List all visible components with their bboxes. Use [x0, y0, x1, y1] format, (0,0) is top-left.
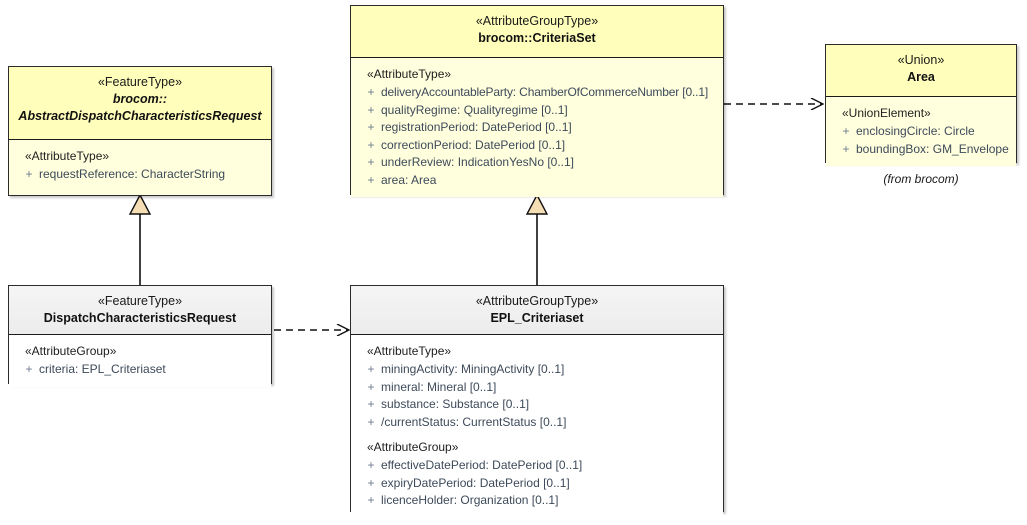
visibility-marker: + — [367, 137, 375, 152]
attribute-signature: /currentStatus: CurrentStatus [0..1] — [381, 414, 567, 429]
visibility-marker: + — [25, 167, 33, 181]
visibility-marker: + — [842, 141, 850, 156]
visibility-marker: + — [367, 85, 375, 99]
attribute-row[interactable]: + /currentStatus: CurrentStatus [0..1] — [357, 414, 719, 432]
visibility-marker: + — [367, 172, 375, 187]
compartment-stereotype: «AttributeType» — [25, 149, 110, 163]
class-stereotype: «AttributeGroupType» — [475, 294, 599, 308]
attribute-signature: criteria: EPL_Criteriaset — [39, 362, 166, 376]
area-package-note: (from brocom) — [883, 172, 959, 186]
class-name: EPL_Criteriaset — [490, 310, 584, 325]
attribute-row[interactable]: + deliveryAccountableParty: ChamberOfCom… — [357, 84, 719, 102]
class-stereotype: «Union» — [897, 53, 945, 67]
attribute-signature: qualityRegime: Qualityregime [0..1] — [381, 102, 568, 117]
attribute-signature: substance: Substance [0..1] — [381, 397, 530, 412]
class-stereotype: «FeatureType» — [97, 75, 183, 89]
compartment-stereotype: «AttributeType» — [367, 344, 452, 358]
attribute-row[interactable]: + expiryDatePeriod: DatePeriod [0..1] — [357, 475, 719, 493]
attribute-row[interactable]: + effectiveDatePeriod: DatePeriod [0..1] — [357, 457, 719, 475]
visibility-marker: + — [367, 120, 375, 135]
class-package: brocom:: — [112, 91, 168, 106]
generalization-dispatch-to-abstract[interactable] — [128, 193, 152, 285]
class-dispatch-characteristics-request[interactable]: «FeatureType» DispatchCharacteristicsReq… — [8, 285, 272, 387]
attribute-signature: deliveryAccountableParty: ChamberOfComme… — [381, 85, 709, 99]
attribute-signature: expiryDatePeriod: DatePeriod [0..1] — [381, 475, 570, 490]
compartment-stereotype: «AttributeType» — [367, 67, 452, 81]
attribute-row[interactable]: + licenceHolder: Organization [0..1] — [357, 492, 719, 510]
attribute-row[interactable]: + miningActivity: MiningActivity [0..1] — [357, 361, 719, 379]
compartment-attribute-type: «AttributeType» + requestReference: Char… — [15, 147, 267, 184]
class-stereotype: «FeatureType» — [97, 294, 183, 308]
compartment-union-element: «UnionElement» + enclosingCircle: Circle… — [832, 104, 1012, 158]
generalization-epl-to-criteriaset[interactable] — [525, 193, 549, 285]
visibility-marker: + — [367, 414, 375, 429]
attribute-row[interactable]: + mineral: Mineral [0..1] — [357, 379, 719, 397]
visibility-marker: + — [842, 124, 850, 138]
compartment-attribute-group: «AttributeGroup» + criteria: EPL_Criteri… — [15, 342, 267, 379]
compartment-stereotype: «AttributeGroup» — [25, 344, 117, 358]
class-header: «FeatureType» DispatchCharacteristicsReq… — [9, 286, 271, 335]
class-header: «AttributeGroupType» EPL_Criteriaset — [351, 286, 723, 335]
visibility-marker: + — [25, 362, 33, 376]
class-header: «FeatureType» brocom:: AbstractDispatchC… — [9, 67, 271, 140]
attribute-signature: area: Area — [381, 172, 437, 187]
attribute-signature: correctionPeriod: DatePeriod [0..1] — [381, 137, 566, 152]
visibility-marker: + — [367, 102, 375, 117]
compartment-stereotype: «AttributeGroup» — [367, 440, 459, 455]
attribute-signature: enclosingCircle: Circle — [856, 124, 975, 138]
class-header: «Union» Area — [826, 45, 1016, 97]
visibility-marker: + — [367, 155, 375, 170]
class-abstract-dispatch-characteristics-request[interactable]: «FeatureType» brocom:: AbstractDispatchC… — [8, 66, 272, 196]
class-body: «AttributeType» + requestReference: Char… — [9, 140, 271, 192]
visibility-marker: + — [367, 397, 375, 412]
attribute-row[interactable]: + correctionPeriod: DatePeriod [0..1] — [357, 137, 719, 155]
compartment-attribute-type: «AttributeType» + deliveryAccountablePar… — [357, 65, 719, 189]
attribute-row[interactable]: + boundingBox: GM_Envelope — [832, 141, 1012, 159]
attribute-signature: requestReference: CharacterString — [39, 167, 226, 181]
attribute-signature: underReview: IndicationYesNo [0..1] — [381, 155, 575, 170]
class-area-union[interactable]: «Union» Area «UnionElement» + enclosingC… — [825, 44, 1017, 167]
class-body: «AttributeType» + deliveryAccountablePar… — [351, 58, 723, 198]
visibility-marker: + — [367, 379, 375, 394]
attribute-row[interactable]: + underReview: IndicationYesNo [0..1] — [357, 154, 719, 172]
class-name: AbstractDispatchCharacteristicsRequest — [18, 109, 262, 124]
compartment-attribute-group: «AttributeGroup» + effectiveDatePeriod: … — [357, 438, 719, 510]
attribute-signature: miningActivity: MiningActivity [0..1] — [381, 362, 565, 376]
class-brocom-criteriaset[interactable]: «AttributeGroupType» brocom::CriteriaSet… — [350, 5, 724, 198]
attribute-row[interactable]: + qualityRegime: Qualityregime [0..1] — [357, 102, 719, 120]
class-name: Area — [907, 69, 935, 84]
attribute-signature: effectiveDatePeriod: DatePeriod [0..1] — [381, 458, 583, 473]
class-stereotype: «AttributeGroupType» — [475, 14, 599, 28]
class-epl-criteriaset[interactable]: «AttributeGroupType» EPL_Criteriaset «At… — [350, 285, 724, 518]
attribute-row[interactable]: + enclosingCircle: Circle — [832, 123, 1012, 141]
attribute-signature: mineral: Mineral [0..1] — [381, 379, 497, 394]
attribute-signature: licenceHolder: Organization [0..1] — [381, 493, 559, 508]
visibility-marker: + — [367, 493, 375, 508]
attribute-row[interactable]: + area: Area — [357, 172, 719, 190]
compartment-attribute-type: «AttributeType» + miningActivity: Mining… — [357, 342, 719, 431]
attribute-signature: boundingBox: GM_Envelope — [856, 141, 1009, 156]
visibility-marker: + — [367, 458, 375, 473]
attribute-row[interactable]: + substance: Substance [0..1] — [357, 396, 719, 414]
attribute-row[interactable]: + criteria: EPL_Criteriaset — [15, 361, 267, 379]
visibility-marker: + — [367, 362, 375, 376]
compartment-stereotype: «UnionElement» — [842, 106, 931, 120]
class-name: brocom::CriteriaSet — [478, 30, 596, 45]
attribute-signature: registrationPeriod: DatePeriod [0..1] — [381, 120, 572, 135]
class-body: «UnionElement» + enclosingCircle: Circle… — [826, 97, 1016, 167]
class-header: «AttributeGroupType» brocom::CriteriaSet — [351, 6, 723, 58]
class-body: «AttributeType» + miningActivity: Mining… — [351, 335, 723, 518]
visibility-marker: + — [367, 475, 375, 490]
class-body: «AttributeGroup» + criteria: EPL_Criteri… — [9, 335, 271, 387]
attribute-row[interactable]: + registrationPeriod: DatePeriod [0..1] — [357, 119, 719, 137]
attribute-row[interactable]: + requestReference: CharacterString — [15, 166, 267, 184]
class-name: DispatchCharacteristicsRequest — [43, 310, 237, 325]
